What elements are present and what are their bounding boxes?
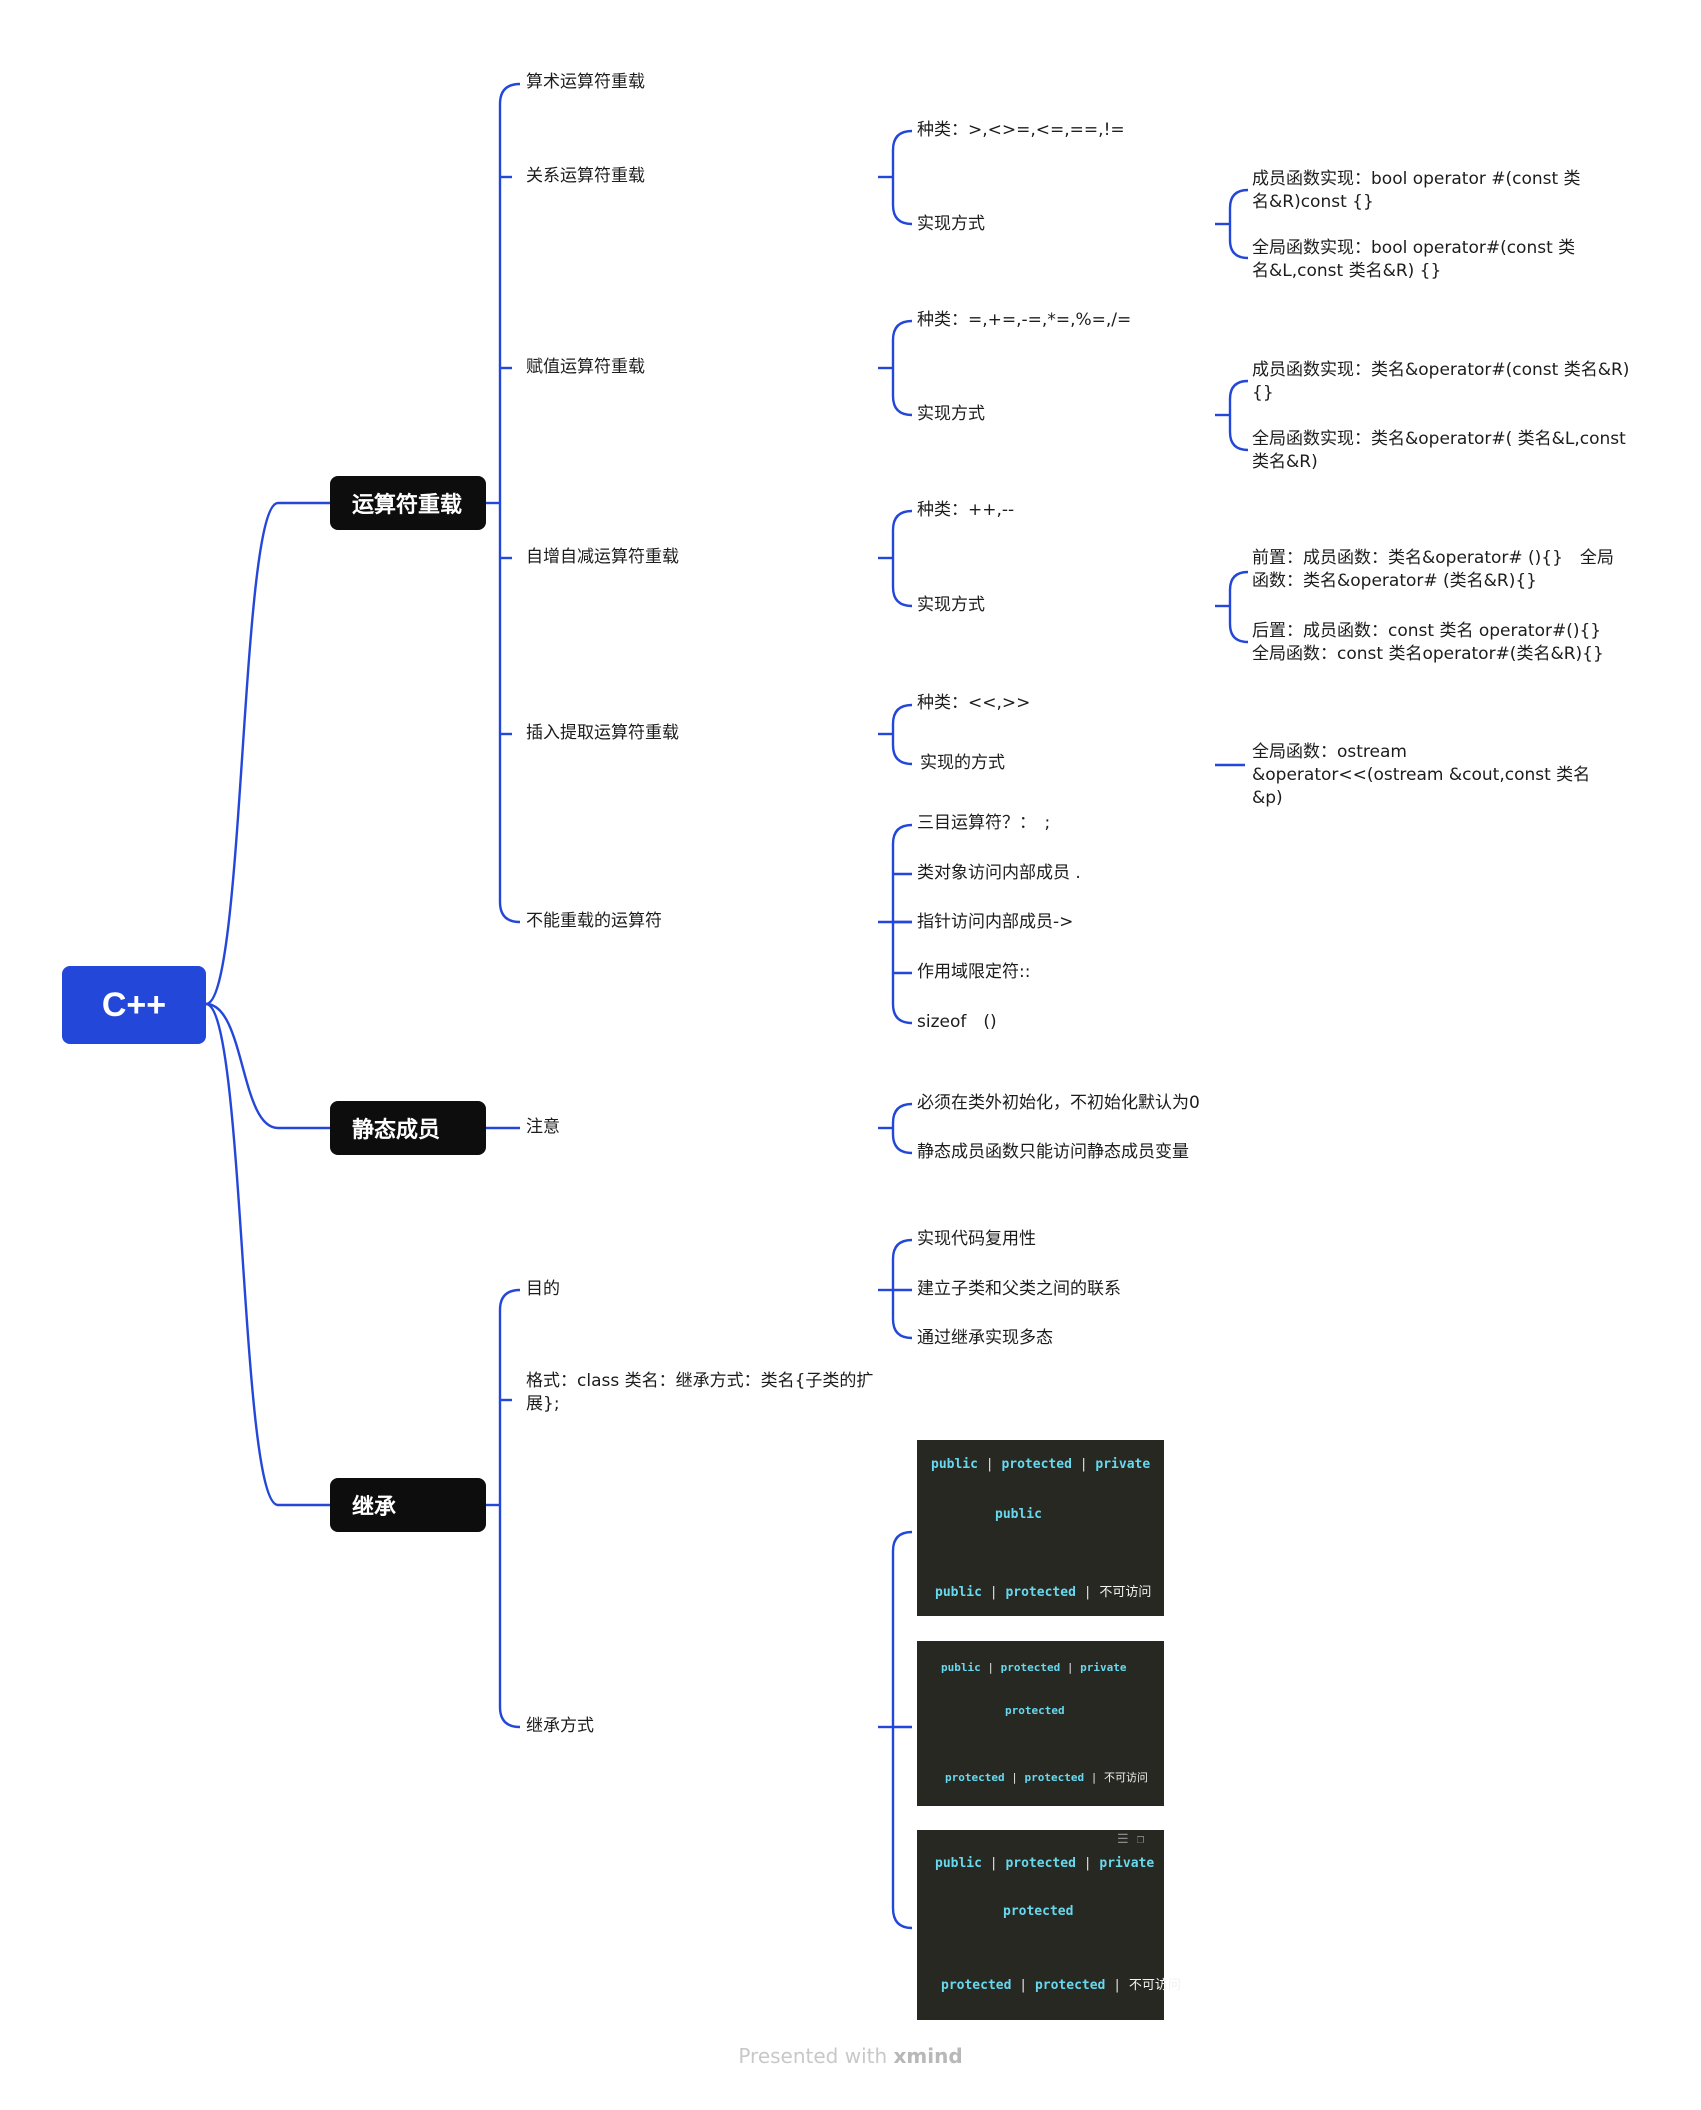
- subtopic-insert-extract[interactable]: 插入提取运算符重载: [526, 723, 679, 743]
- purpose-item[interactable]: 实现代码复用性: [917, 1229, 1036, 1249]
- inheritance-table-image: ☰ ❐ public | protected | private protect…: [917, 1830, 1181, 2020]
- table-mode: protected: [1003, 1904, 1074, 1919]
- incdec-postfix[interactable]: 后置：成员函数：const 类名 operator#(){} 全局函数：cons…: [1252, 621, 1619, 664]
- table-header-row: public | protected | private: [941, 1661, 1127, 1674]
- topic-static-members-label: 静态成员: [352, 1118, 441, 1143]
- io-kinds[interactable]: 种类：<<,>>: [917, 693, 1031, 713]
- table-mode: public: [995, 1507, 1042, 1522]
- topic-inheritance[interactable]: 继承: [330, 1478, 486, 1532]
- footer-credit: Presented with xmind: [0, 2044, 1701, 2068]
- topic-inheritance-label: 继承: [352, 1495, 397, 1520]
- inheritance-format[interactable]: 格式：class 类名：继承方式：类名{子类的扩展};: [526, 1371, 874, 1414]
- topic-operator-overloading-label: 运算符重载: [352, 493, 463, 518]
- root-label: C++: [101, 985, 167, 1024]
- table-mode: protected: [1005, 1704, 1065, 1717]
- table-result-row: protected | protected | 不可访问: [945, 1771, 1148, 1784]
- topic-operator-overloading[interactable]: 运算符重载: [330, 476, 486, 530]
- subtopic-relational[interactable]: 关系运算符重载: [526, 166, 645, 186]
- assignment-member-func[interactable]: 成员函数实现：类名&operator#(const 类名&R) {}: [1252, 360, 1630, 403]
- static-note-item[interactable]: 静态成员函数只能访问静态成员变量: [917, 1142, 1189, 1162]
- io-impl[interactable]: 实现的方式: [920, 753, 1005, 773]
- subtopic-arithmetic[interactable]: 算术运算符重载: [526, 72, 645, 92]
- xmind-logo: xmind: [893, 2044, 963, 2068]
- non-overloadable-item[interactable]: 类对象访问内部成员 .: [917, 863, 1081, 883]
- inheritance-table-image: public | protected | private protected p…: [917, 1641, 1164, 1806]
- topic-static-members[interactable]: 静态成员: [330, 1101, 486, 1155]
- table-header-row: public | protected | private: [935, 1856, 1155, 1871]
- footer-prefix: Presented with: [738, 2044, 888, 2068]
- subtopic-assignment[interactable]: 赋值运算符重载: [526, 357, 645, 377]
- purpose-item[interactable]: 建立子类和父类之间的联系: [917, 1279, 1121, 1299]
- assignment-global-func[interactable]: 全局函数实现：类名&operator#( 类名&L,const 类名&R): [1252, 429, 1626, 472]
- static-note[interactable]: 注意: [526, 1117, 560, 1137]
- inheritance-purpose[interactable]: 目的: [526, 1279, 560, 1299]
- incdec-prefix[interactable]: 前置：成员函数：类名&operator# (){} 全局函数：类名&operat…: [1252, 548, 1614, 591]
- inheritance-mode[interactable]: 继承方式: [526, 1716, 594, 1736]
- incdec-kinds[interactable]: 种类：++,--: [917, 500, 1015, 520]
- non-overloadable-item[interactable]: 三目运算符？： ;: [917, 813, 1051, 833]
- non-overloadable-item[interactable]: 作用域限定符::: [917, 962, 1031, 982]
- assignment-impl[interactable]: 实现方式: [917, 404, 985, 424]
- root-topic[interactable]: C++: [62, 966, 206, 1044]
- table-result-row: protected | protected | 不可访问: [941, 1978, 1181, 1993]
- assignment-kinds[interactable]: 种类：=,+=,-=,*=,%=,/=: [917, 310, 1132, 330]
- purpose-item[interactable]: 通过继承实现多态: [917, 1328, 1053, 1348]
- relational-kinds[interactable]: 种类：>,<>=,<=,==,!=: [917, 120, 1125, 140]
- relational-impl[interactable]: 实现方式: [917, 214, 985, 234]
- relational-global-func[interactable]: 全局函数实现：bool operator#(const 类名&L,const 类…: [1252, 238, 1576, 281]
- subtopic-increment-decrement[interactable]: 自增自减运算符重载: [526, 547, 679, 567]
- io-global-func[interactable]: 全局函数：ostream &operator<<(ostream &cout,c…: [1252, 742, 1591, 808]
- incdec-impl[interactable]: 实现方式: [917, 595, 985, 615]
- subtopic-non-overloadable[interactable]: 不能重载的运算符: [526, 911, 662, 931]
- non-overloadable-item[interactable]: 指针访问内部成员->: [917, 912, 1074, 932]
- table-header-row: public | protected | private: [931, 1457, 1151, 1472]
- wrap-icon: ☰ ❐: [1117, 1832, 1145, 1847]
- inheritance-table-image: public | protected | private public publ…: [917, 1440, 1164, 1616]
- relational-member-func[interactable]: 成员函数实现：bool operator #(const 类名&R)const …: [1252, 169, 1581, 212]
- table-result-row: public | protected | 不可访问: [935, 1585, 1152, 1600]
- static-note-item[interactable]: 必须在类外初始化，不初始化默认为0: [917, 1093, 1200, 1113]
- non-overloadable-item[interactable]: sizeof (): [917, 1012, 997, 1032]
